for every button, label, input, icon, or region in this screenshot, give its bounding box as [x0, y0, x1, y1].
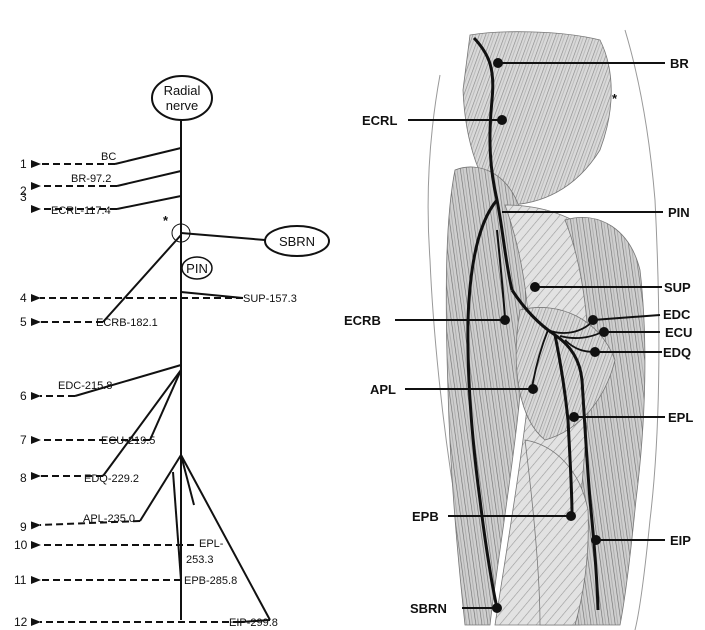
- branch-12-stem: [181, 455, 270, 620]
- label-sup: SUP: [664, 280, 691, 295]
- label-br: BR: [670, 56, 689, 71]
- label-ecrl: ECRL: [362, 113, 397, 128]
- branch-4-stem: [181, 292, 243, 298]
- branch-11-number: 11: [14, 573, 27, 587]
- label-pin: PIN: [668, 205, 690, 220]
- branch-1-stem: [115, 148, 181, 164]
- branch-12-number: 12: [14, 615, 28, 629]
- nerve-branch-schematic: Radial nerve * SBRN PIN 1 BC 2 BR-97.2 3…: [14, 76, 329, 629]
- branch-6-label: EDC-215.8: [58, 380, 112, 392]
- label-epl: EPL: [668, 410, 693, 425]
- branch-10-value: 253.3: [186, 554, 214, 566]
- branch-1-label: BC: [101, 151, 116, 163]
- label-ecu: ECU: [665, 325, 692, 340]
- label-edq: EDQ: [663, 345, 691, 360]
- branch-4-label: SUP-157.3: [243, 293, 297, 305]
- label-epb: EPB: [412, 509, 439, 524]
- bifurcation-asterisk: *: [163, 213, 169, 228]
- branch-11-label: EPB-285.8: [184, 575, 237, 587]
- branch-11-stem: [173, 472, 181, 580]
- branch-9-label: APL-235.0: [83, 513, 135, 525]
- branch-5-number: 5: [20, 315, 27, 329]
- branch-2-label: BR-97.2: [71, 173, 111, 185]
- branch-6-number: 6: [20, 389, 27, 403]
- label-edc: EDC: [663, 307, 691, 322]
- branch-7-number: 7: [20, 433, 27, 447]
- radial-nerve-label-1: Radial: [164, 83, 201, 98]
- forearm-illustration: * BR ECRL PIN SUP EDC ECU: [344, 30, 693, 630]
- branch-1-number: 1: [20, 157, 27, 171]
- branch-10-label: EPL-: [199, 538, 224, 550]
- branch-4-number: 4: [20, 291, 27, 305]
- branch-8-stem: [103, 370, 181, 476]
- branch-8-number: 8: [20, 471, 27, 485]
- branch-8-label: EDQ-229.2: [84, 473, 139, 485]
- sbrn-label: SBRN: [279, 234, 315, 249]
- branch-3-label: ECRL-117.4: [51, 205, 111, 217]
- branch-9-number: 9: [20, 520, 27, 534]
- radial-nerve-label-2: nerve: [166, 98, 199, 113]
- branch-3-stem: [117, 196, 181, 209]
- branch-5-stem: [103, 235, 181, 322]
- branch-12-label: EIP-299.8: [229, 617, 278, 629]
- illustration-asterisk: *: [612, 91, 618, 106]
- branch-10-stem: [181, 455, 194, 505]
- branch-3-number: 3: [20, 190, 27, 204]
- label-sbrn: SBRN: [410, 601, 447, 616]
- label-eip: EIP: [670, 533, 691, 548]
- branch-2-stem: [117, 171, 181, 186]
- branch-5-label: ECRB-182.1: [96, 317, 158, 329]
- pin-label: PIN: [186, 261, 208, 276]
- sbrn-line: [181, 233, 265, 240]
- label-apl: APL: [370, 382, 396, 397]
- branch-10-number: 10: [14, 538, 28, 552]
- label-ecrb: ECRB: [344, 313, 381, 328]
